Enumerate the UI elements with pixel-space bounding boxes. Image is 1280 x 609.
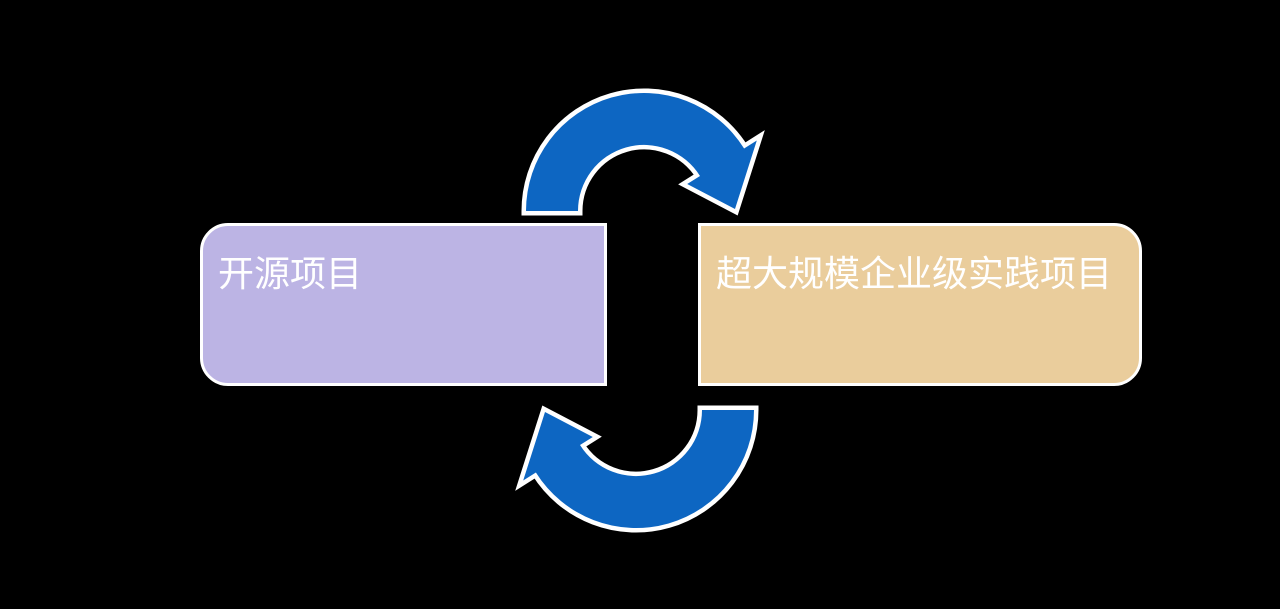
cycle-node-open-source: 开源项目: [200, 223, 607, 386]
cycle-node-label: 开源项目: [218, 253, 363, 294]
cycle-node-enterprise-practice: 超大规模企业级实践项目: [698, 223, 1142, 386]
clockwise-arrow-top-icon: [521, 88, 765, 216]
cycle-node-label: 超大规模企业级实践项目: [716, 253, 1113, 294]
clockwise-arrow-bottom-icon: [515, 405, 759, 533]
